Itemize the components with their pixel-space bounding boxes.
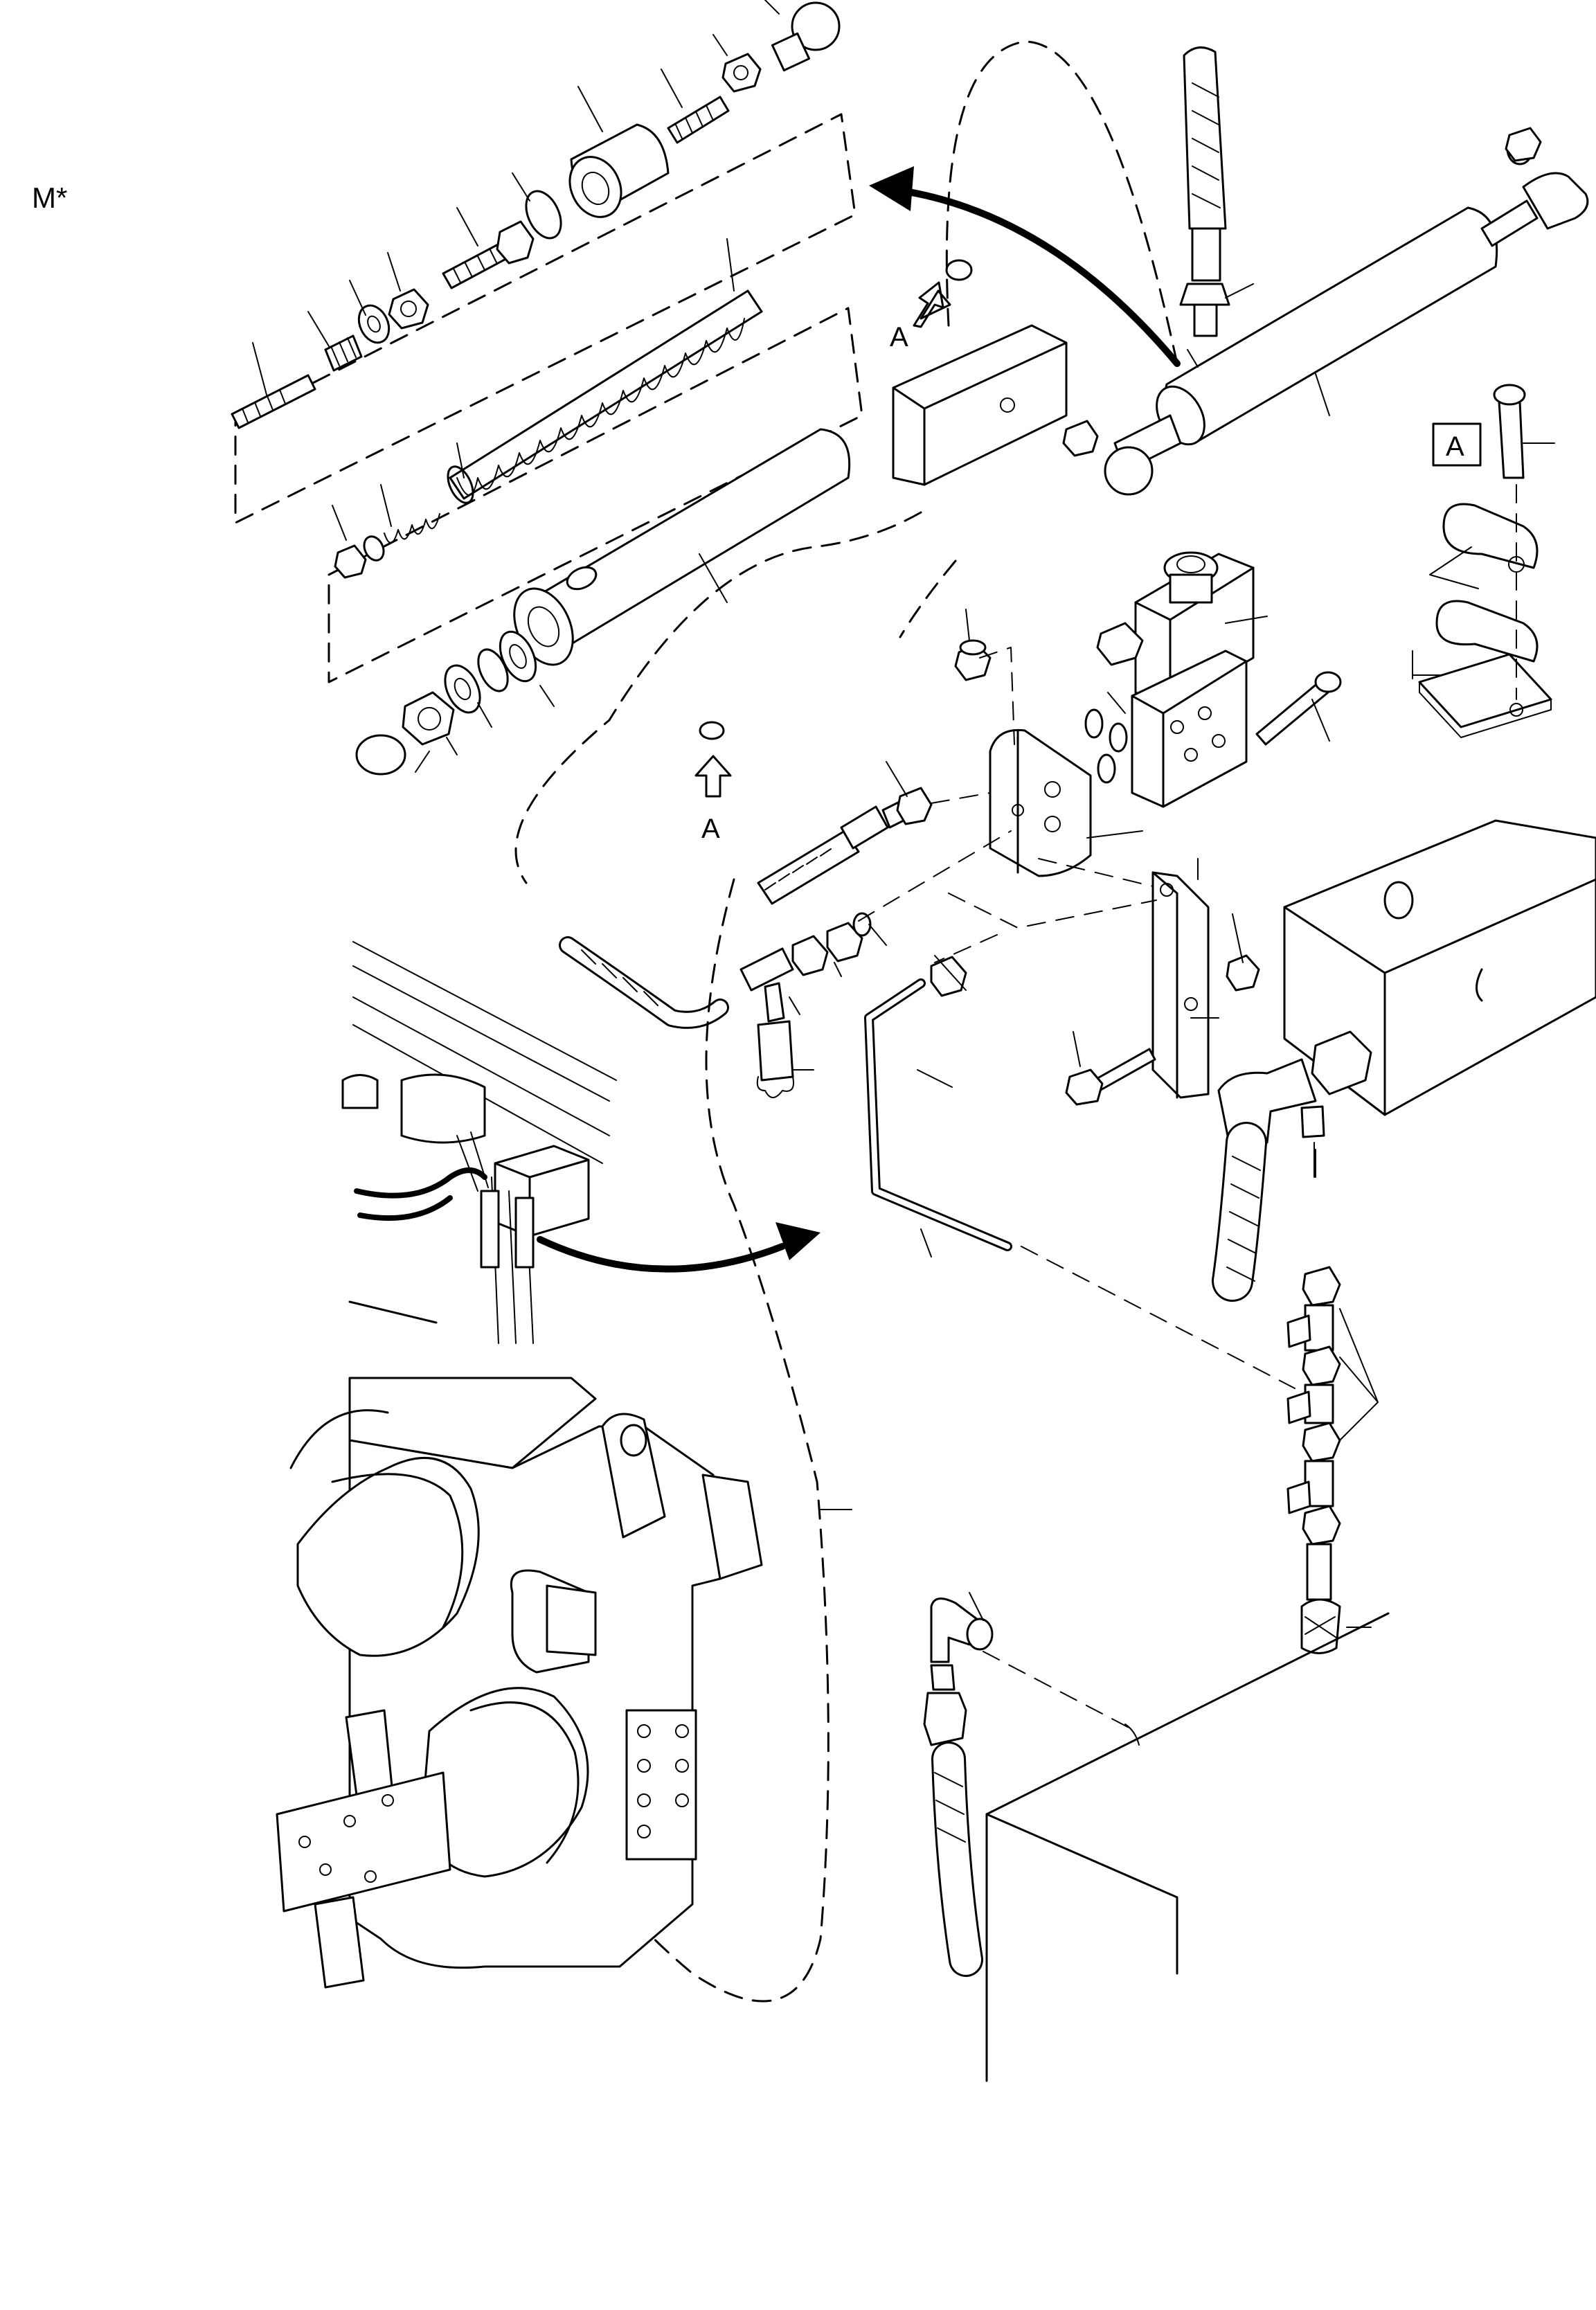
- adapter-plate: [989, 728, 1092, 877]
- plug-screw: [954, 639, 992, 681]
- cylinder-tube: [513, 428, 851, 666]
- threaded-stud-top: [667, 96, 730, 144]
- callout-arrow-lower: [537, 1222, 821, 1273]
- support-bracket: [1151, 871, 1210, 1099]
- tee-fitting-left: [739, 912, 872, 1098]
- page-code-label: M*: [32, 181, 68, 214]
- bracket-bolt: [1065, 1048, 1156, 1106]
- machine-frame-upper-left: [341, 941, 617, 1344]
- valve-o-rings: [1084, 708, 1128, 784]
- view-marker-a-upper: A: [890, 259, 973, 352]
- hose-right-down: [1212, 1122, 1267, 1302]
- callout-arrow-upper: [869, 166, 1181, 367]
- o-ring-upper: [525, 190, 562, 240]
- hose-assembly-center: [757, 787, 933, 905]
- nut-upper: [388, 288, 429, 330]
- cylinder-rod-end: [1062, 414, 1182, 496]
- tee-fitting-stack: [1286, 1266, 1341, 1654]
- hose-fitting-top: [1179, 46, 1230, 337]
- valve-body: [1131, 650, 1248, 808]
- mounting-bracket: [892, 324, 1068, 486]
- view-marker-a-lower: A: [694, 721, 732, 844]
- coupling-block: [510, 1569, 597, 1674]
- view-marker-a-upper-label: A: [890, 322, 908, 352]
- end-nut-lower: [402, 691, 455, 746]
- stud-bolt: [231, 374, 316, 429]
- hose-main-loop: [559, 936, 729, 1029]
- valve-bolt: [1255, 671, 1342, 746]
- small-spring: [384, 513, 440, 544]
- leader-lines: [252, 0, 1555, 1628]
- tank-block-bottom: [985, 1612, 1390, 2082]
- shaft-lower: [421, 1687, 589, 1878]
- detail-a-clamp: A: [1418, 384, 1552, 738]
- upper-exploded-frame: [234, 113, 863, 683]
- detail-a-box: [1432, 422, 1482, 467]
- adjuster-screw: [442, 220, 535, 289]
- compression-spring: [447, 289, 763, 504]
- shaft-upper: [289, 1409, 480, 1657]
- angle-fitting-bottom: [923, 1597, 994, 1977]
- small-washer: [363, 535, 385, 562]
- detail-a-label: A: [1446, 431, 1464, 462]
- spring-seat: [324, 334, 363, 372]
- universal-joint-cross: [276, 1709, 451, 1989]
- pump-block-right: [1283, 819, 1596, 1116]
- elbow-fitting-right: [1217, 1030, 1372, 1178]
- nut-top: [721, 53, 762, 93]
- seal-set-lower: [444, 630, 537, 714]
- ball-joint-top: [771, 1, 841, 72]
- end-cap-lower: [355, 734, 406, 776]
- connection-lines: [858, 647, 1295, 1732]
- washer-upper: [357, 304, 391, 344]
- pipe-bend: [864, 956, 1012, 1251]
- small-nut: [334, 544, 367, 579]
- bracket-nut: [1226, 954, 1260, 992]
- view-marker-a-lower-label: A: [701, 814, 720, 844]
- cylinder-cap: [568, 123, 670, 218]
